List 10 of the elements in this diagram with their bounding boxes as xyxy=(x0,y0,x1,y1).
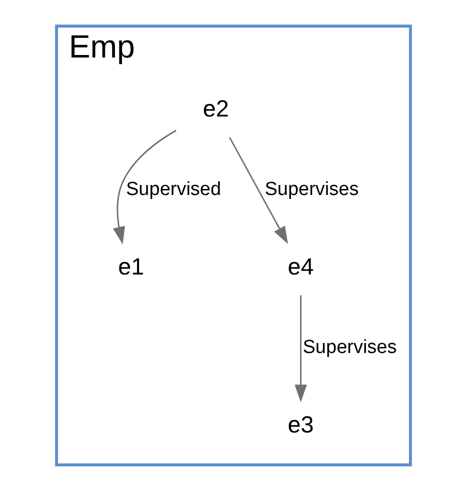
edge-label: Supervises xyxy=(302,336,396,358)
node-text: e4 xyxy=(287,253,314,280)
edge-label: Supervises xyxy=(264,178,358,200)
node-text: e3 xyxy=(287,411,314,438)
arrow xyxy=(228,136,288,244)
arrow xyxy=(294,295,306,402)
node-text: e2 xyxy=(202,96,228,122)
edge-label: Supervised xyxy=(126,178,221,200)
node-text: e1 xyxy=(118,253,144,280)
arrow xyxy=(112,130,176,244)
